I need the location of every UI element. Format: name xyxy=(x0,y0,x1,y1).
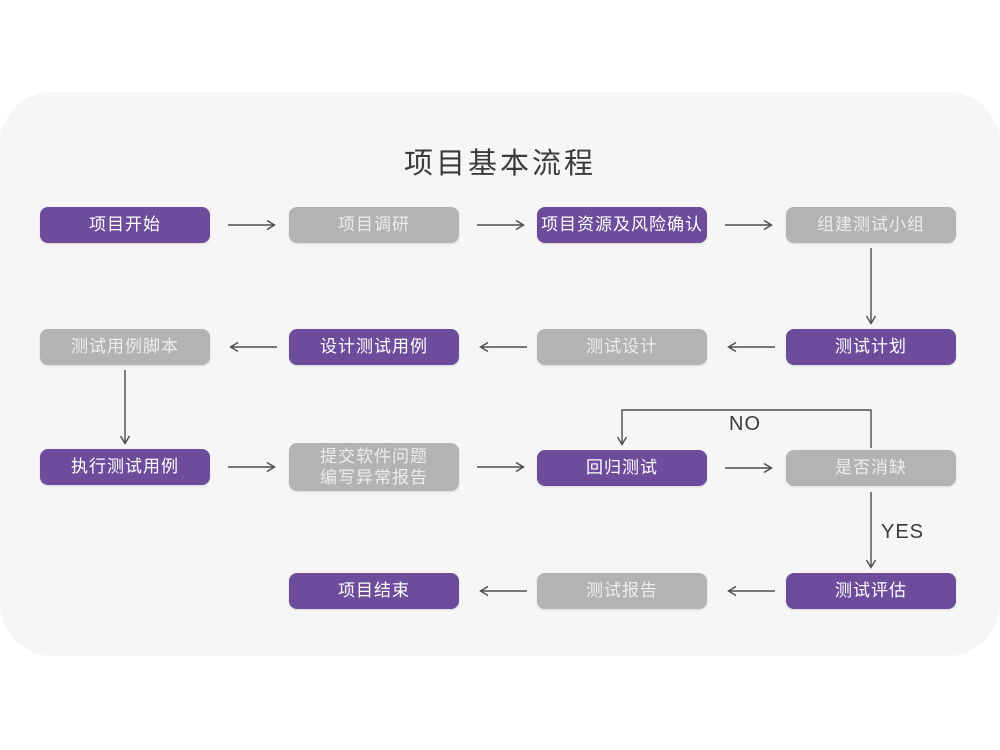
node-label: 项目结束 xyxy=(338,581,410,601)
node-submit-issue-report: 提交软件问题 编写异常报告 xyxy=(289,443,459,491)
node-design-test-cases: 设计测试用例 xyxy=(289,329,459,365)
node-label: 是否消缺 xyxy=(835,458,907,478)
node-label-line2: 编写异常报告 xyxy=(320,468,428,487)
node-label: 测试设计 xyxy=(586,337,658,357)
node-build-test-team: 组建测试小组 xyxy=(786,207,956,243)
node-label: 测试用例脚本 xyxy=(71,337,179,357)
node-resource-risk-confirm: 项目资源及风险确认 xyxy=(537,207,707,243)
node-project-research: 项目调研 xyxy=(289,207,459,243)
node-label: 项目调研 xyxy=(338,215,410,235)
node-test-case-script: 测试用例脚本 xyxy=(40,329,210,365)
decision-yes-label: YES xyxy=(881,521,925,543)
node-test-design: 测试设计 xyxy=(537,329,707,365)
node-label: 组建测试小组 xyxy=(817,215,925,235)
node-label: 项目开始 xyxy=(89,215,161,235)
node-project-end: 项目结束 xyxy=(289,573,459,609)
node-regression-test: 回归测试 xyxy=(537,450,707,486)
node-label: 设计测试用例 xyxy=(320,337,428,357)
node-label: 测试评估 xyxy=(835,581,907,601)
node-test-evaluation: 测试评估 xyxy=(786,573,956,609)
node-execute-test-cases: 执行测试用例 xyxy=(40,449,210,485)
node-label-line1: 提交软件问题 xyxy=(320,446,428,466)
node-label: 测试报告 xyxy=(586,581,658,601)
node-label: 回归测试 xyxy=(586,458,658,478)
node-label: 测试计划 xyxy=(835,337,907,357)
node-test-plan: 测试计划 xyxy=(786,329,956,365)
node-project-start: 项目开始 xyxy=(40,207,210,243)
node-label: 执行测试用例 xyxy=(71,457,179,477)
node-test-report: 测试报告 xyxy=(537,573,707,609)
node-label: 项目资源及风险确认 xyxy=(541,215,703,235)
flowchart-card xyxy=(0,92,1000,656)
page-title: 项目基本流程 xyxy=(403,148,596,180)
node-defect-resolved: 是否消缺 xyxy=(786,450,956,486)
decision-no-label: NO xyxy=(729,413,761,435)
